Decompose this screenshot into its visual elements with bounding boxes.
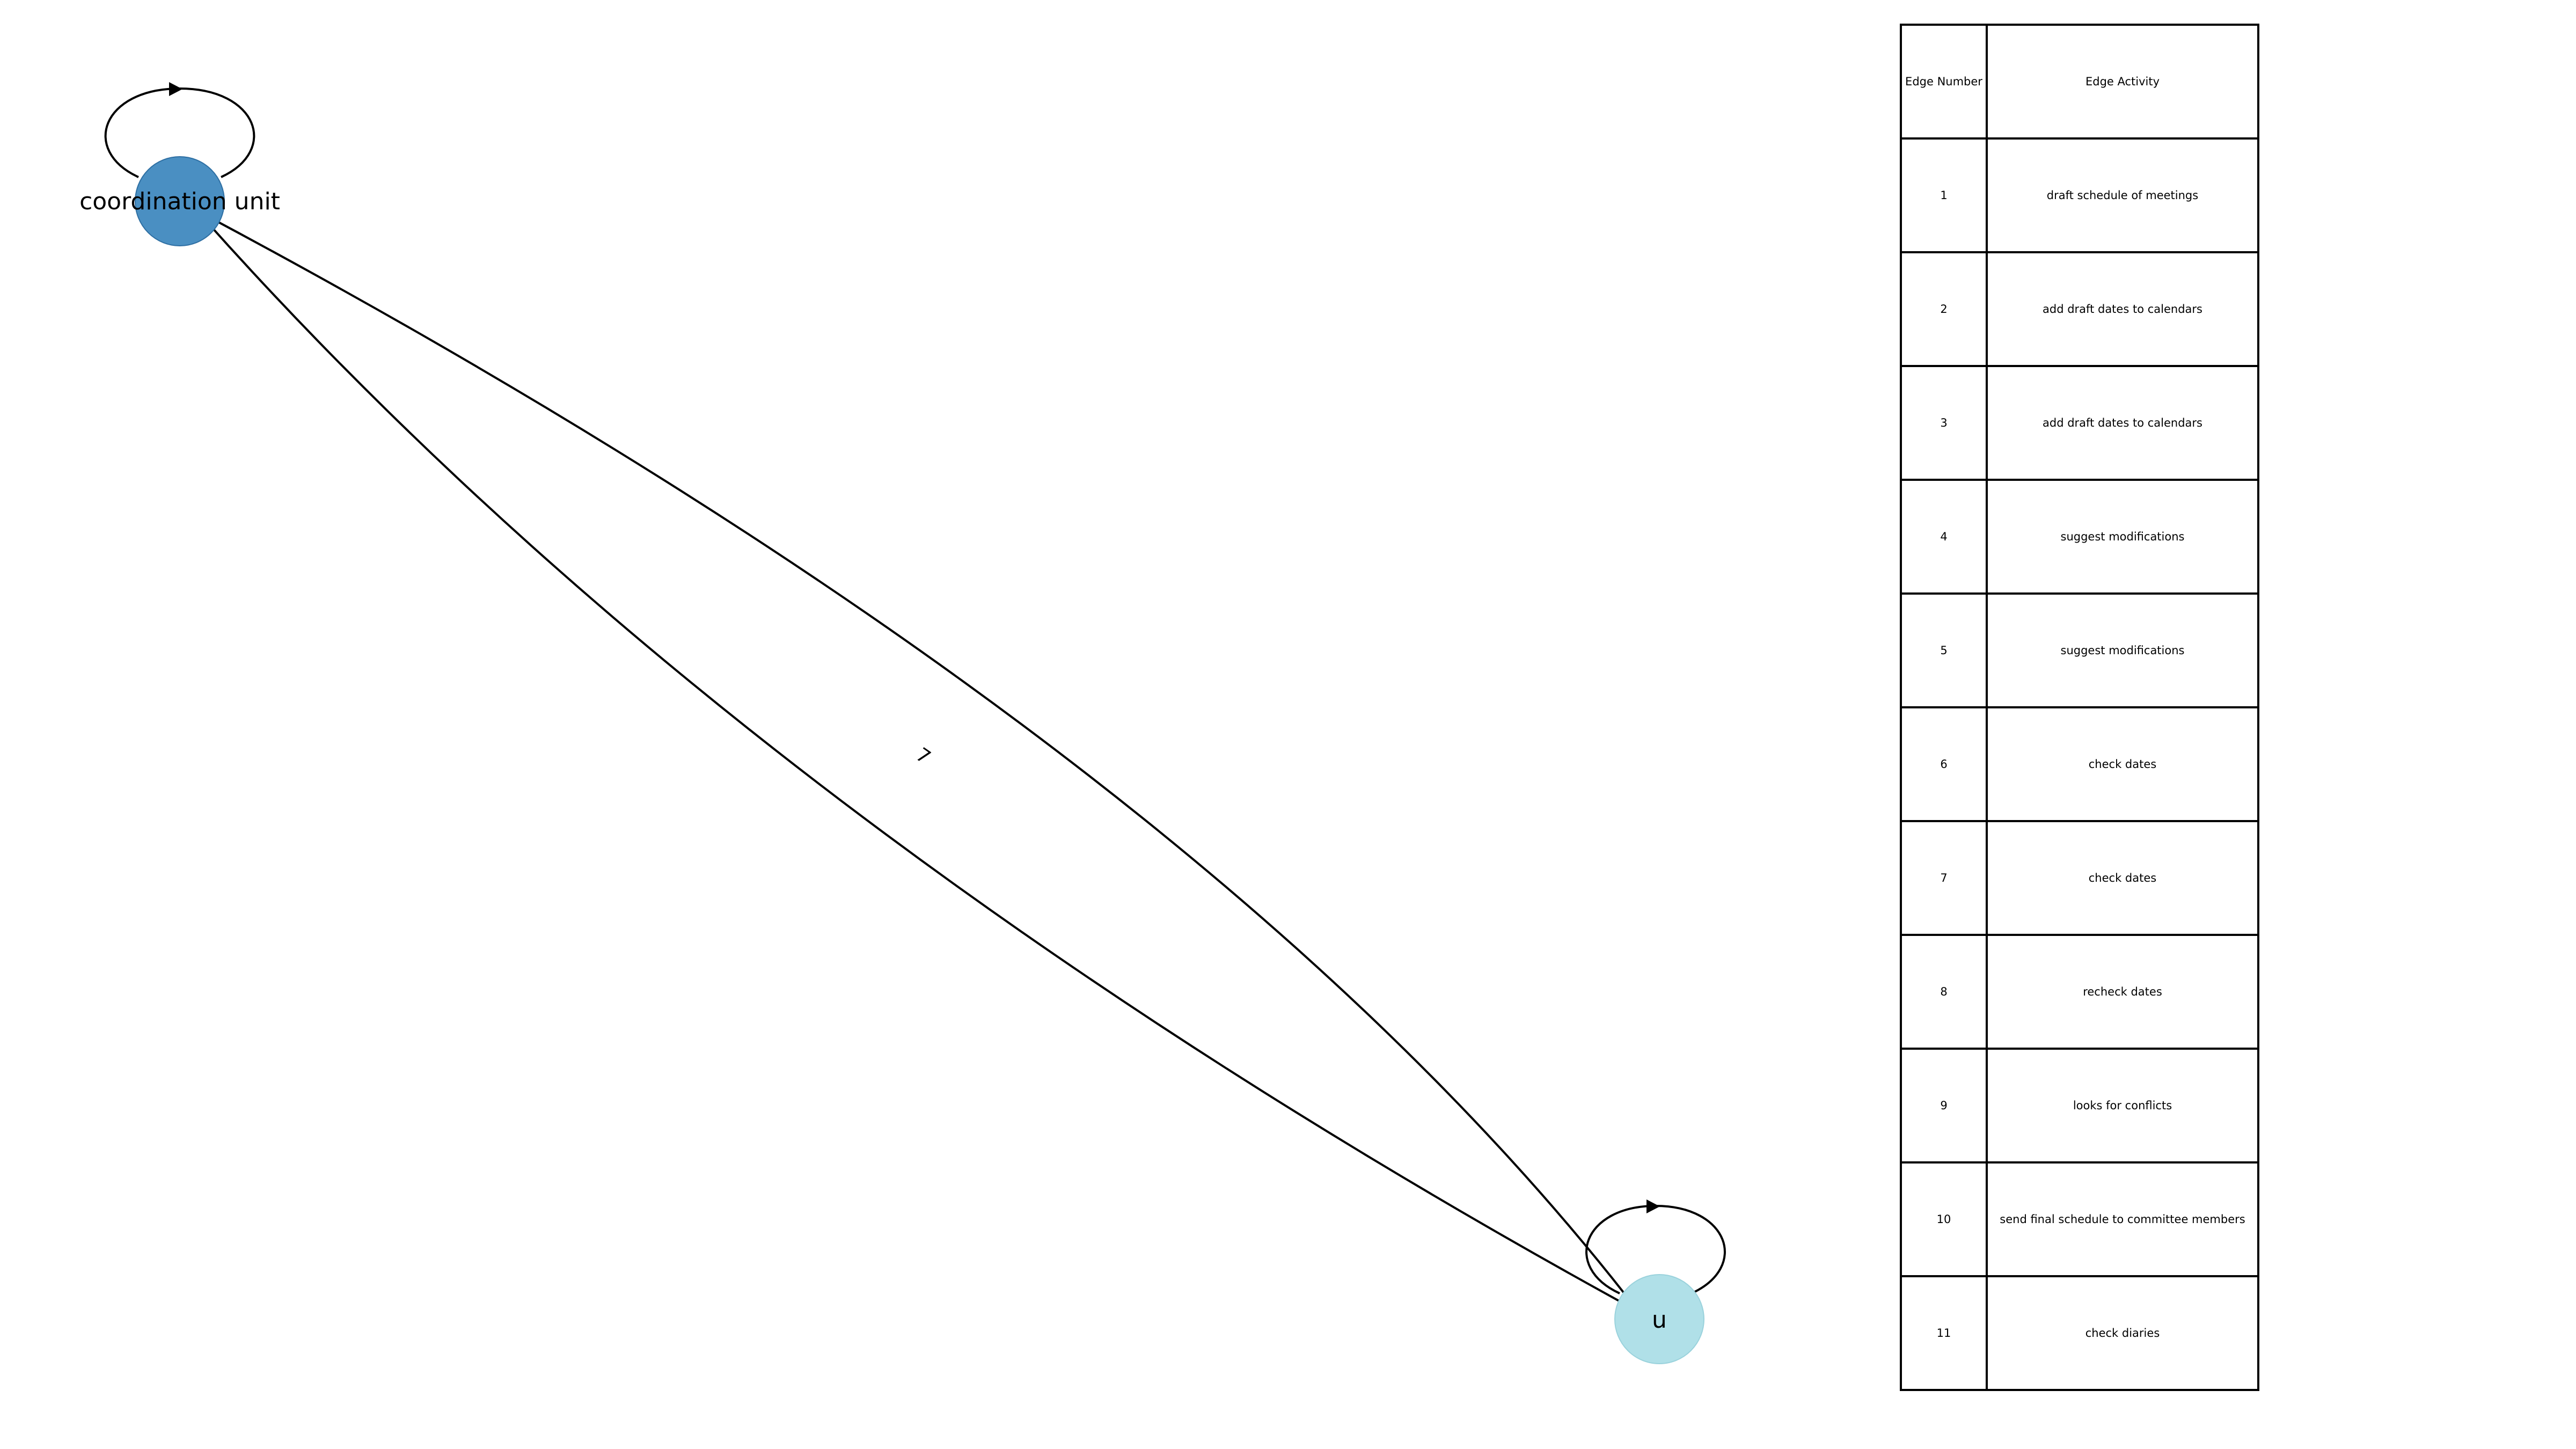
edge-activity-cell: suggest modifications xyxy=(1986,592,2259,708)
edge-number-cell: 8 xyxy=(1900,934,1988,1050)
edge-u-to-coordination-unit xyxy=(197,210,1638,1311)
edge-activity-cell: add draft dates to calendars xyxy=(1986,251,2259,367)
edge-activity-cell: send final schedule to committee members xyxy=(1986,1161,2259,1277)
node-label-coordination-unit: coordination unit xyxy=(79,188,280,215)
edge-number-cell: 5 xyxy=(1900,592,1988,708)
edge-activity-cell: check dates xyxy=(1986,820,2259,936)
edge-number-cell: 3 xyxy=(1900,365,1988,481)
node-label-u: u xyxy=(1652,1306,1667,1334)
table-header-row: Edge Number Edge Activity xyxy=(1900,24,2259,140)
edge-activity-cell: suggest modifications xyxy=(1986,479,2259,595)
node-u[interactable] xyxy=(1614,1274,1704,1364)
edge-activity-cell: looks for conflicts xyxy=(1986,1048,2259,1163)
edge-activity-cell: draft schedule of meetings xyxy=(1986,137,2259,253)
edge-number-cell: 2 xyxy=(1900,251,1988,367)
edge-coordination-unit-to-u xyxy=(202,216,1640,1313)
self-loop-arrowhead-coordination-unit xyxy=(169,82,182,96)
edge-activity-cell: recheck dates xyxy=(1986,934,2259,1050)
edge-number-cell: 7 xyxy=(1900,820,1988,936)
edge-number-cell: 11 xyxy=(1900,1275,1988,1391)
edge-number-cell: 10 xyxy=(1900,1161,1988,1277)
self-loop-arrowhead-u xyxy=(1646,1199,1660,1213)
edge-number-cell: 9 xyxy=(1900,1048,1988,1163)
edge-label: 7 xyxy=(912,744,934,769)
edge-number-cell: 1 xyxy=(1900,137,1988,253)
edge-number-cell: 6 xyxy=(1900,706,1988,822)
edge-activity-cell: add draft dates to calendars xyxy=(1986,365,2259,481)
header-edge-activity: Edge Activity xyxy=(1986,24,2259,140)
node-coordination-unit[interactable] xyxy=(135,156,225,246)
edge-number-cell: 4 xyxy=(1900,479,1988,595)
edge-activity-cell: check diaries xyxy=(1986,1275,2259,1391)
edge-activity-cell: check dates xyxy=(1986,706,2259,822)
header-edge-number: Edge Number xyxy=(1900,24,1988,140)
